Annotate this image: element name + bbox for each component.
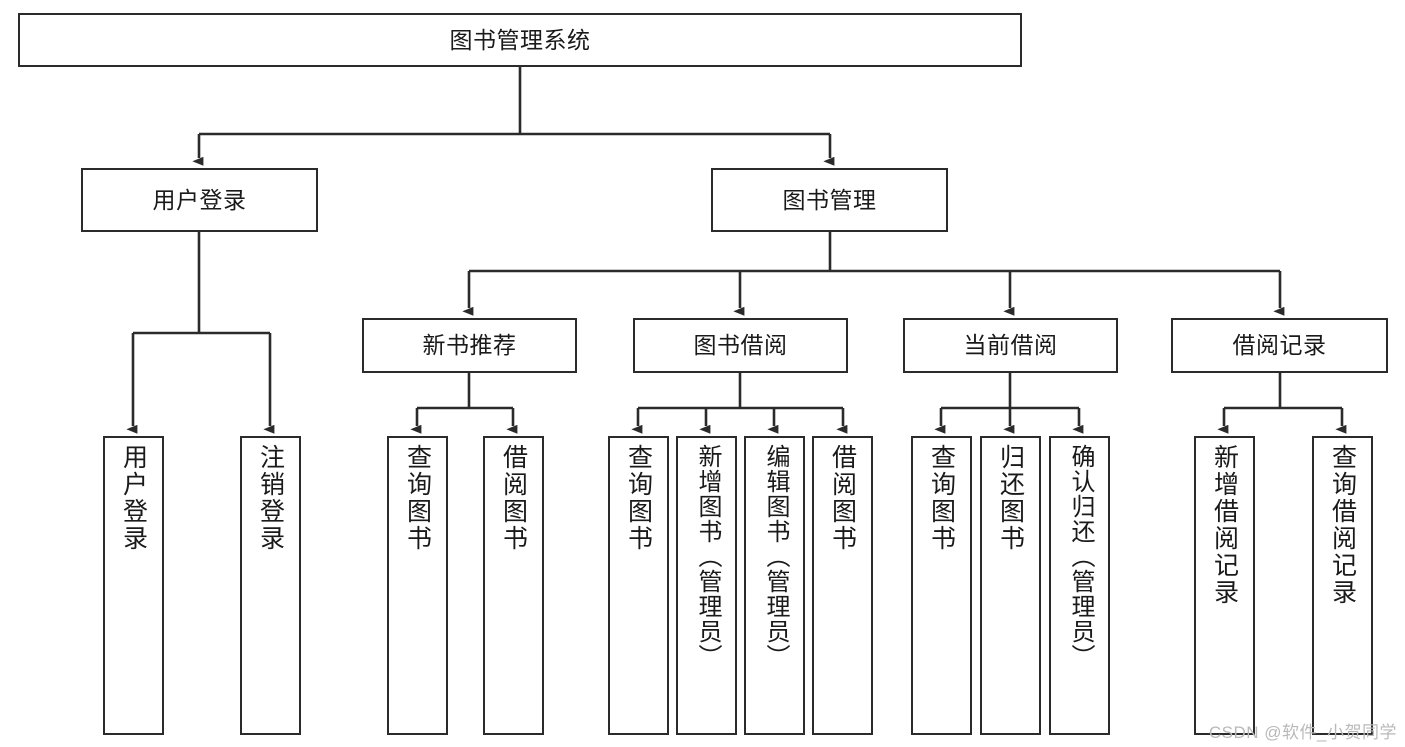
node-leaf-edit-book-label: 编辑图书（管理员） (761, 444, 789, 669)
node-leaf-query-book-a[interactable]: 查询图书 (387, 436, 448, 735)
node-leaf-query-book-b[interactable]: 查询图书 (608, 436, 669, 735)
node-current-borrow-label: 当前借阅 (963, 332, 1058, 359)
node-new-book-recommend[interactable]: 新书推荐 (362, 318, 577, 373)
node-leaf-query-book-b-label: 查询图书 (624, 444, 653, 552)
node-leaf-return-book-label: 归还图书 (996, 444, 1025, 552)
node-leaf-add-record[interactable]: 新增借阅记录 (1194, 436, 1255, 735)
node-borrow-record[interactable]: 借阅记录 (1171, 318, 1388, 373)
node-leaf-logout-label: 注销登录 (256, 444, 285, 552)
node-leaf-user-login-label: 用户登录 (119, 444, 148, 552)
node-leaf-add-book-label: 新增图书（管理员） (693, 444, 721, 669)
node-leaf-user-login[interactable]: 用户登录 (103, 436, 164, 735)
node-leaf-return-book[interactable]: 归还图书 (980, 436, 1041, 735)
node-book-borrow[interactable]: 图书借阅 (633, 318, 848, 373)
node-leaf-borrow-book-a-label: 借阅图书 (499, 444, 528, 552)
node-leaf-query-record-label: 查询借阅记录 (1328, 444, 1357, 606)
node-leaf-query-book-c-label: 查询图书 (927, 444, 956, 552)
node-book-borrow-label: 图书借阅 (693, 332, 788, 359)
node-leaf-add-record-label: 新增借阅记录 (1210, 444, 1239, 606)
node-root[interactable]: 图书管理系统 (18, 13, 1022, 67)
node-book-management[interactable]: 图书管理 (711, 168, 948, 232)
node-leaf-edit-book[interactable]: 编辑图书（管理员） (744, 436, 805, 735)
node-leaf-borrow-book-a[interactable]: 借阅图书 (483, 436, 544, 735)
node-leaf-query-book-a-label: 查询图书 (403, 444, 432, 552)
node-leaf-confirm-return-label: 确认归还（管理员） (1066, 444, 1094, 669)
node-leaf-query-record[interactable]: 查询借阅记录 (1312, 436, 1373, 735)
node-current-borrow[interactable]: 当前借阅 (903, 318, 1118, 373)
csdn-watermark: CSDN @软件_小贺同学 (1208, 723, 1397, 742)
node-borrow-record-label: 借阅记录 (1232, 332, 1327, 359)
node-leaf-borrow-book-b[interactable]: 借阅图书 (812, 436, 873, 735)
node-leaf-borrow-book-b-label: 借阅图书 (828, 444, 857, 552)
node-leaf-confirm-return[interactable]: 确认归还（管理员） (1049, 436, 1110, 735)
node-leaf-add-book[interactable]: 新增图书（管理员） (676, 436, 737, 735)
node-root-label: 图书管理系统 (449, 26, 591, 53)
node-user-login[interactable]: 用户登录 (81, 168, 318, 232)
node-user-login-label: 用户登录 (152, 186, 247, 213)
node-new-book-recommend-label: 新书推荐 (422, 332, 517, 359)
node-book-management-label: 图书管理 (782, 186, 877, 213)
node-leaf-query-book-c[interactable]: 查询图书 (911, 436, 972, 735)
node-leaf-logout[interactable]: 注销登录 (240, 436, 301, 735)
